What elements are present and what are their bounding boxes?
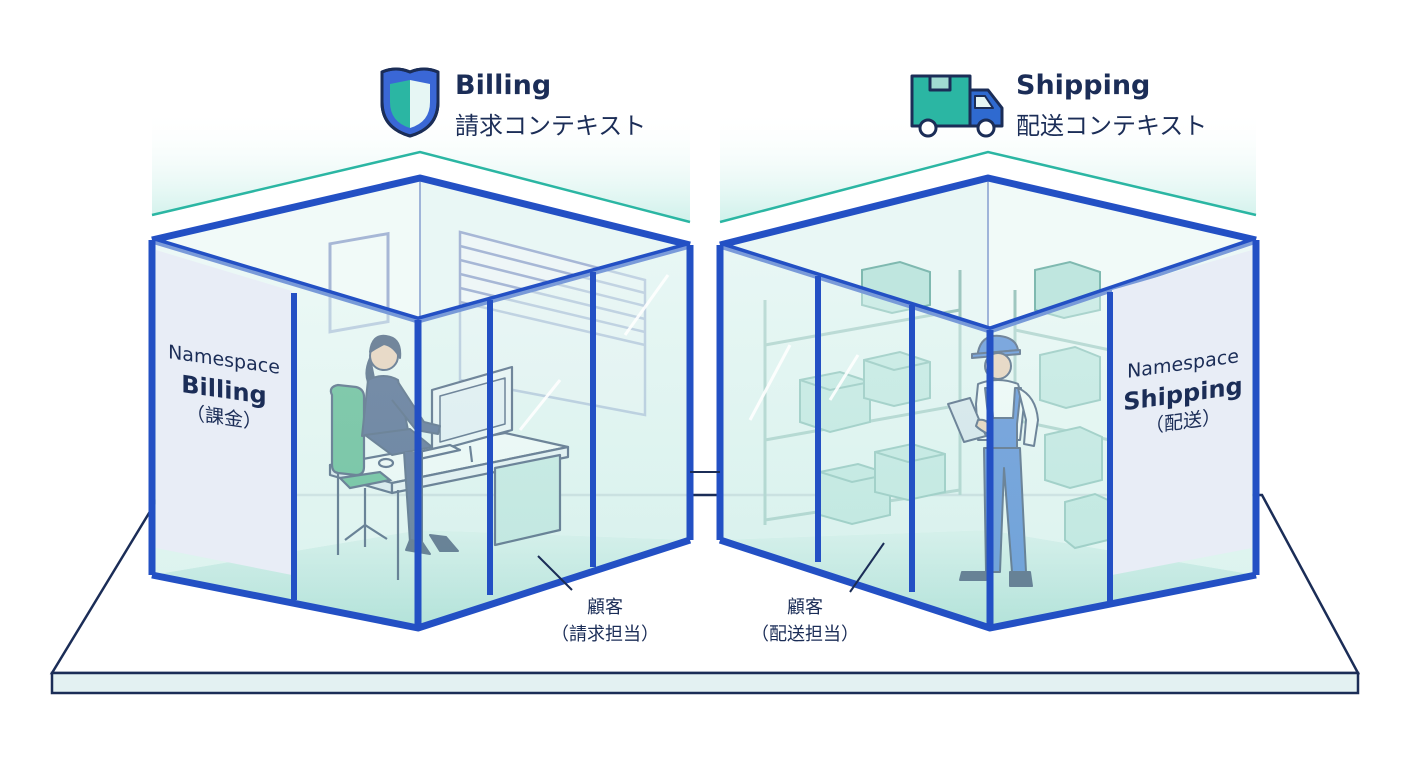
billing-callout-line2: （請求担当） [540, 621, 670, 648]
billing-context-title: Billing [455, 70, 551, 101]
shipping-customer-callout: 顧客 （配送担当） [740, 594, 870, 648]
shipping-callout-line1: 顧客 [740, 594, 870, 621]
delivery-truck-icon [912, 76, 1002, 136]
shipping-context-subtitle: 配送コンテキスト [1016, 106, 1207, 141]
billing-callout-line1: 顧客 [540, 594, 670, 621]
billing-namespace-label: Namespace Billing （課金） [160, 339, 288, 441]
billing-customer-callout: 顧客 （請求担当） [540, 594, 670, 648]
shipping-context-title: Shipping [1016, 70, 1150, 101]
shield-icon [382, 69, 438, 136]
shipping-callout-line2: （配送担当） [740, 621, 870, 648]
billing-context-subtitle: 請求コンテキスト [455, 106, 646, 141]
